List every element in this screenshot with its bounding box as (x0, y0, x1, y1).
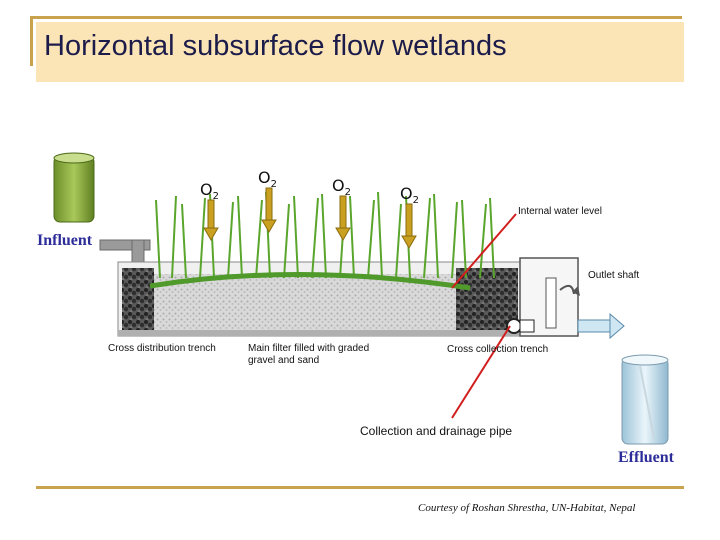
effluent-jar-image (621, 354, 669, 445)
courtesy-credit: Courtesy of Roshan Shrestha, UN-Habitat,… (418, 502, 636, 514)
oxygen-label: O2 (332, 176, 351, 199)
main-filter-label: Main filter filled with graded gravel an… (248, 343, 369, 367)
oxygen-label: O2 (200, 180, 219, 203)
footer-accent-line (36, 486, 684, 489)
main-filter-label-line2: gravel and sand (248, 355, 320, 366)
cross-collection-trench-label: Cross collection trench (447, 344, 549, 355)
influent-jar-image (53, 152, 95, 223)
influent-label: Influent (37, 232, 93, 249)
cross-distribution-trench-label: Cross distribution trench (108, 343, 216, 354)
collection-drainage-pipe-label: Collection and drainage pipe (360, 424, 513, 438)
oxygen-arrows (203, 187, 417, 249)
oxygen-label: O2 (400, 184, 419, 207)
effluent-label: Effluent (618, 449, 674, 466)
pointer-lines (451, 213, 517, 419)
reed-plants (149, 191, 495, 291)
outlet-shaft-label: Outlet shaft (588, 270, 640, 281)
effluent-arrow (577, 312, 625, 340)
collection-drainage-pipe (506, 318, 535, 334)
main-filter-label-line1: Main filter filled with graded (248, 343, 370, 354)
page-title: Horizontal subsurface flow wetlands (44, 30, 507, 62)
title-accent-line-top (30, 16, 682, 19)
title-bar (36, 22, 684, 82)
title-accent-line-left (30, 16, 33, 66)
cross-distribution-trench-gravel (122, 268, 154, 334)
oxygen-label: O2 (258, 168, 277, 191)
internal-water-level-label: Internal water level (518, 206, 602, 217)
